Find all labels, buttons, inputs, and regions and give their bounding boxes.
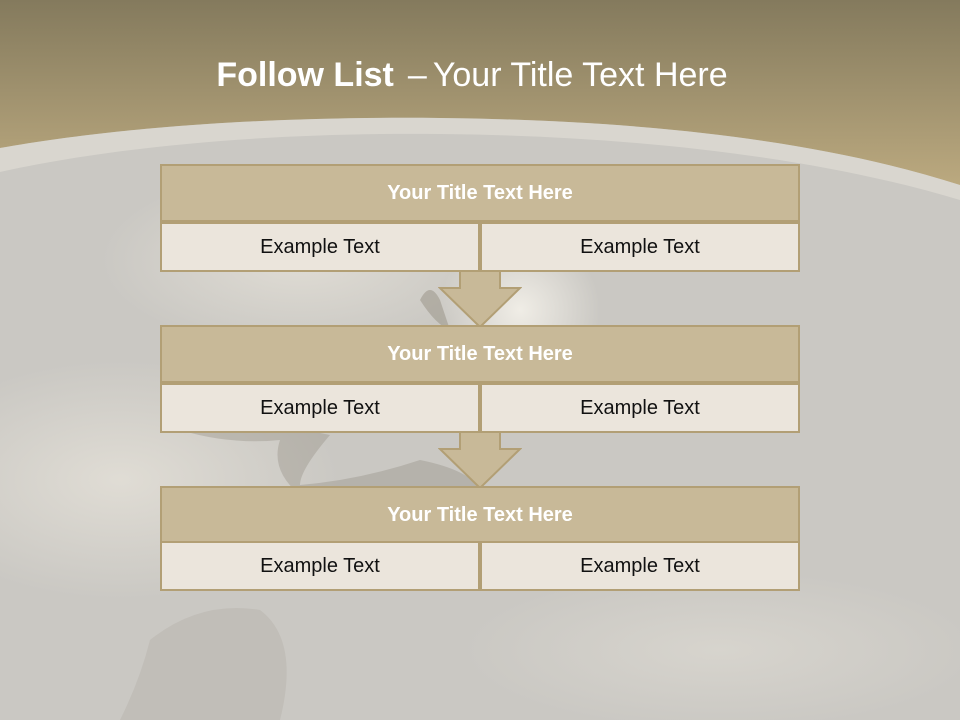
list-block-row: Example Text Example Text [160, 222, 800, 272]
list-block-cell-left: Example Text [160, 222, 480, 272]
list-block-header: Your Title Text Here [160, 325, 800, 383]
list-block-header: Your Title Text Here [160, 486, 800, 544]
title-subtitle-text: Your Title Text Here [432, 56, 728, 94]
title-bold-text: Follow List [216, 56, 394, 94]
down-arrow-icon [438, 431, 522, 489]
title-dash: – [407, 56, 427, 94]
list-block-row: Example Text Example Text [160, 383, 800, 433]
list-block-row: Example Text Example Text [160, 541, 800, 591]
list-block-header: Your Title Text Here [160, 164, 800, 222]
list-block-cell-right: Example Text [480, 383, 800, 433]
list-block-cell-left: Example Text [160, 541, 480, 591]
list-block-cell-right: Example Text [480, 222, 800, 272]
down-arrow-icon [438, 270, 522, 328]
slide-title: Follow List–Your Title Text Here [0, 52, 944, 98]
list-block-cell-left: Example Text [160, 383, 480, 433]
list-block-cell-right: Example Text [480, 541, 800, 591]
